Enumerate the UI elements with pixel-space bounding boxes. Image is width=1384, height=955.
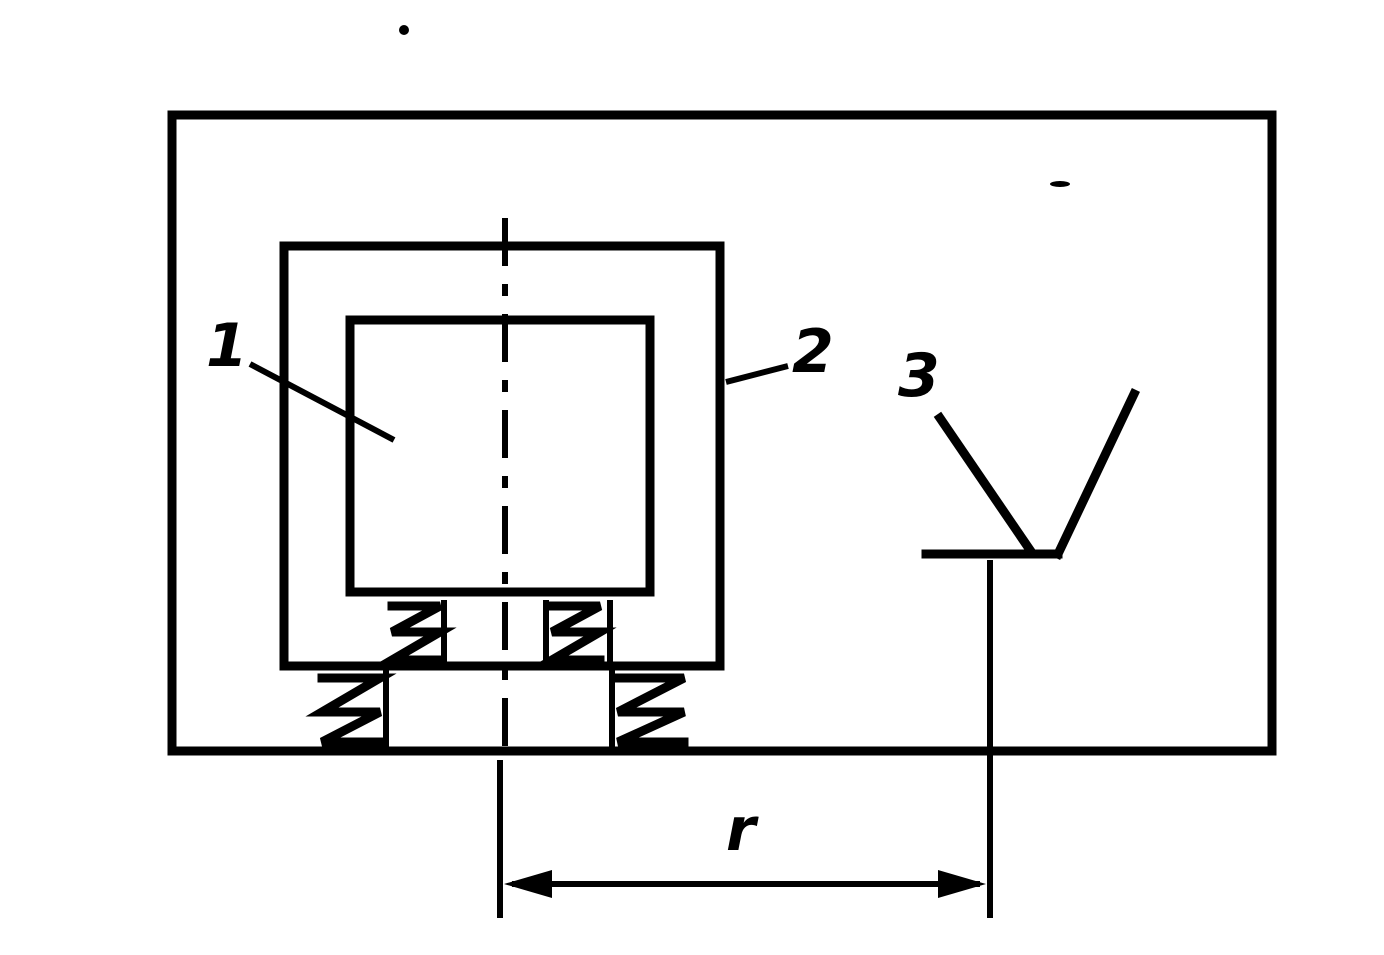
speck-right (1050, 181, 1070, 187)
dimension-r (504, 870, 986, 898)
sensor-3 (921, 388, 1140, 918)
label-1: 1 (206, 311, 248, 381)
arrowhead-right (938, 870, 986, 898)
lower-spring-left (305, 670, 397, 748)
upper-spring-right (535, 600, 617, 665)
label-2: 2 (792, 317, 834, 387)
label-r: r (726, 795, 759, 865)
label-3: 3 (898, 341, 940, 411)
body-1 (345, 315, 655, 597)
outer-frame (167, 110, 1277, 756)
lower-spring-right (609, 670, 689, 748)
speck-top (399, 25, 409, 35)
leader-1 (248, 361, 396, 443)
upper-spring-left (375, 600, 457, 665)
arrowhead-left (504, 870, 552, 898)
leader-2 (725, 363, 789, 385)
